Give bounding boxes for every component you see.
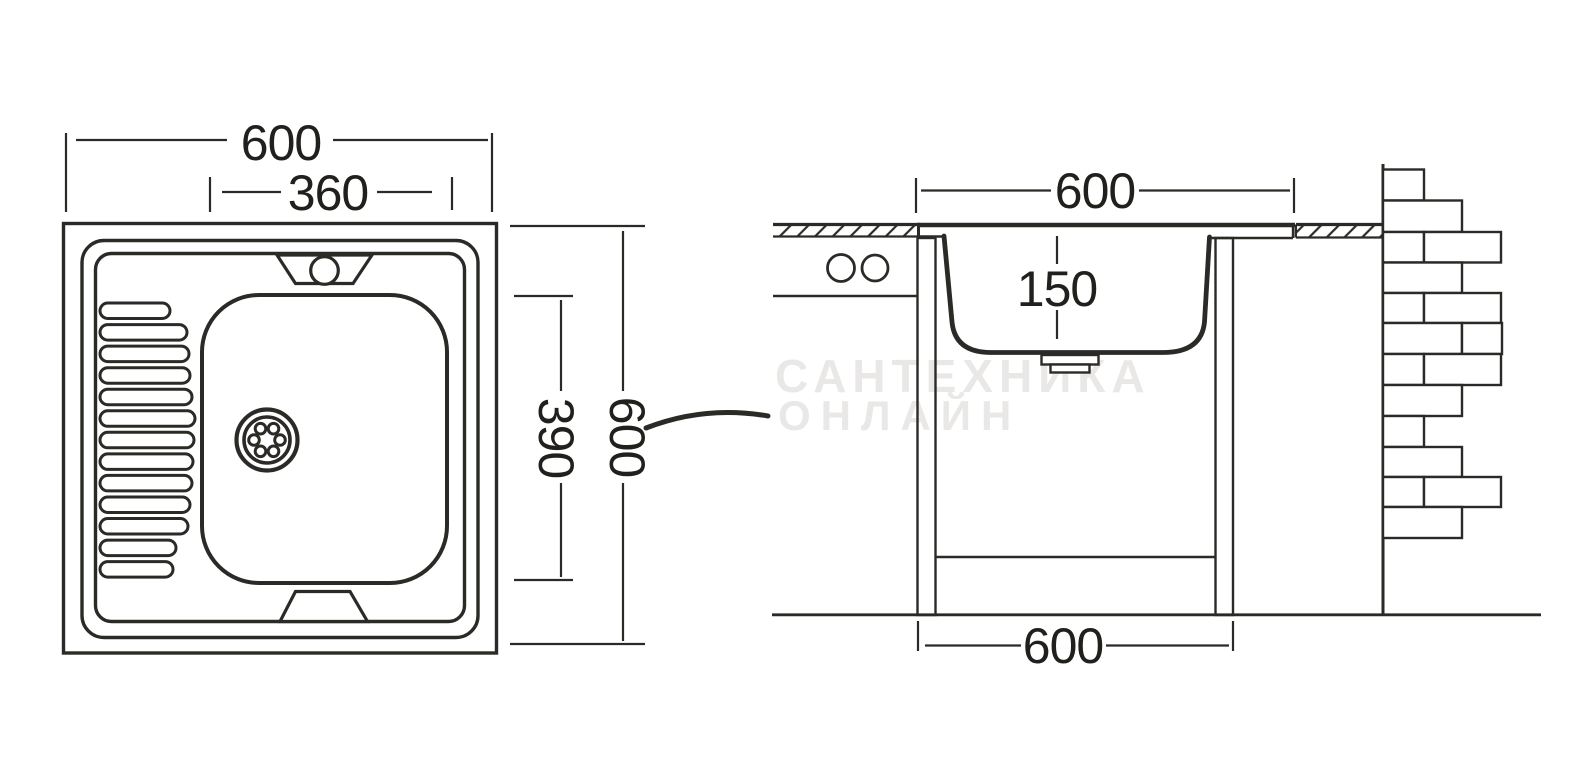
brick [1381, 414, 1426, 449]
drainboard-rib [98, 452, 195, 471]
drainboard-rib [98, 323, 189, 342]
drainboard-rib [98, 366, 192, 385]
brick [1381, 383, 1464, 418]
drainboard-rib [98, 430, 196, 450]
drainboard-rib [98, 538, 178, 558]
sink-rim-section [917, 222, 1295, 240]
brick [1381, 261, 1464, 295]
brick [1381, 291, 1426, 325]
drain-flange [1040, 353, 1100, 366]
brick [1381, 199, 1464, 234]
bowl-outline [200, 293, 449, 585]
drain-hole [273, 433, 287, 447]
drain-strainer-icon [234, 407, 300, 473]
brick [1381, 168, 1426, 202]
drain-hole [266, 421, 281, 436]
faucet-hole [274, 253, 375, 286]
brick [1381, 352, 1426, 387]
drain-hole [266, 444, 281, 459]
top-view-depth-dimension: 600 [510, 224, 655, 646]
overflow-mark [277, 589, 371, 624]
drainboard-rib [98, 387, 194, 407]
bowl-section-profile [941, 233, 1212, 355]
top-view-bowl-width-label: 360 [288, 165, 368, 221]
section-top-width-label: 600 [1055, 163, 1135, 219]
drainboard-ribs [98, 301, 197, 579]
sink-section-view: 600 150 600 [772, 163, 1541, 674]
drainboard-rib [98, 344, 191, 364]
drain-hole [253, 421, 268, 436]
section-bowl-depth-dimension: 150 [1017, 236, 1098, 339]
top-view-width-label: 600 [241, 115, 321, 171]
drain-hole [253, 444, 268, 459]
drainboard-rib [98, 517, 190, 536]
top-view-depth-label: 600 [599, 397, 655, 477]
brick [1381, 445, 1464, 479]
sink-outer-edge [61, 221, 499, 655]
mounting-hole [860, 253, 890, 283]
sink-middle-rim [80, 238, 480, 640]
mounting-hole [826, 253, 856, 283]
countertop-hatch [775, 224, 920, 237]
drainboard-rib [98, 473, 194, 493]
drainboard-rib [98, 301, 172, 320]
drain-hole [247, 433, 261, 447]
section-top-width-dimension: 600 [914, 163, 1296, 219]
brick [1381, 475, 1426, 509]
sink-inner-rim [93, 251, 467, 624]
brick [1422, 230, 1503, 264]
drainboard-rib [98, 495, 192, 514]
brick [1422, 352, 1503, 387]
section-bowl-depth-label: 150 [1017, 261, 1097, 317]
brick [1422, 475, 1503, 509]
top-view-bowl-depth-label: 390 [528, 398, 584, 478]
brick [1422, 291, 1503, 325]
countertop-right [1295, 222, 1383, 239]
top-view-bowl-depth-dimension: 390 [514, 294, 584, 582]
mounting-holes [826, 253, 890, 283]
brick [1381, 505, 1464, 540]
watermark-line2: ОНЛАЙН [778, 391, 1021, 439]
drainboard-rib [98, 409, 197, 428]
brick [1381, 230, 1426, 264]
top-view-width-dimension: 600 [64, 115, 494, 212]
section-cabinet-width-dimension: 600 [916, 618, 1235, 674]
sink-top-view: 600 360 390 600 [61, 115, 655, 655]
drain-outlet [1040, 353, 1100, 374]
drain-tailpiece [1049, 363, 1091, 374]
faucet-hole-circle [309, 255, 340, 286]
countertop-left [773, 222, 920, 238]
countertop-hatch [1296, 224, 1383, 238]
brick [1381, 321, 1464, 356]
top-view-bowl-width-dimension: 360 [208, 165, 454, 221]
section-cabinet-width-label: 600 [1023, 618, 1103, 674]
brick [1460, 321, 1504, 356]
watermark-swoosh [643, 409, 771, 431]
drain-outer-ring [234, 407, 300, 473]
cabinet-right-wall [1214, 236, 1235, 617]
brick-wall [1381, 164, 1504, 615]
drainboard-rib [98, 560, 175, 579]
drain-inner-ring [242, 415, 292, 465]
